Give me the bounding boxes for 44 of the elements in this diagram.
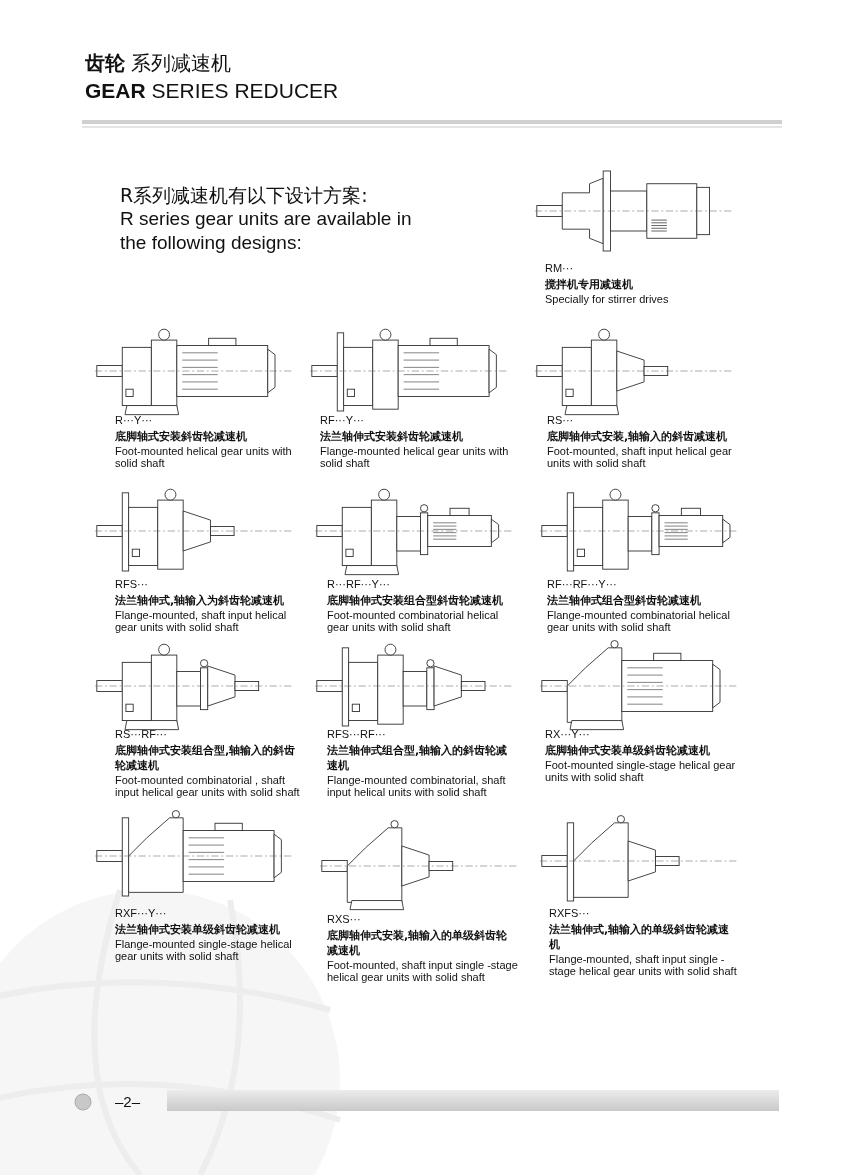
description-en: Foot-mounted, shaft input single -stage helical gear units with solid shaft: [327, 959, 519, 983]
model-code: RXFS···: [549, 907, 590, 919]
model-code: RS···: [547, 414, 574, 426]
model-code: RM···: [545, 262, 574, 274]
description-zh: 法兰轴伸式,轴输入为斜齿轮减速机: [115, 593, 286, 608]
description-zh: 法兰轴伸式安装单级斜齿轮减速机: [115, 922, 281, 937]
description-zh: 法兰轴伸式组合型,轴输入的斜齿轮减速机: [327, 743, 509, 773]
description-en: Foot-mounted combinatorial helical gear units with solid shaft: [327, 609, 500, 633]
description-en: Flange-mounted combinatorial helical gear units with solid shaft: [547, 609, 731, 633]
description-en: Flange-mounted, shaft input helical gear units with solid shaft: [115, 609, 288, 633]
model-code: R···Y···: [115, 414, 153, 426]
page-heading: 齿轮 系列减速机: [85, 50, 232, 77]
description-en: Flange-mounted combinatorial, shaft input helical units with solid shaft: [327, 774, 507, 798]
description-zh: 法兰轴伸式安装斜齿轮减速机: [320, 429, 464, 444]
model-code: RF···Y···: [320, 414, 364, 426]
description-zh: 法兰轴伸式组合型斜齿轮减速机: [547, 593, 702, 608]
model-code: R···RF···Y···: [327, 578, 390, 590]
description-zh: 底脚轴伸式安装组合型斜齿轮减速机: [327, 593, 504, 608]
description-en: Flange-mounted helical gear units with solid shaft: [320, 445, 510, 469]
description-en: Foot-mounted, shaft input helical gear units with solid shaft: [547, 445, 733, 469]
intro-text: R系列减速机有以下设计方案:: [120, 183, 369, 208]
model-code: RF···RF···Y···: [547, 578, 617, 590]
description-zh: 底脚轴伸式安装,轴输入的斜齿减速机: [547, 429, 729, 444]
description-zh: 搅拌机专用减速机: [545, 277, 634, 292]
description-zh: 底脚轴伸式安装组合型,轴输入的斜齿轮减速机: [115, 743, 297, 773]
model-code: RXS···: [327, 913, 361, 925]
model-code: RFS···: [115, 578, 148, 590]
page-number: –2–: [115, 1093, 141, 1110]
model-code: RFS···RF···: [327, 728, 386, 740]
description-en: Specially for stirrer drives: [545, 293, 670, 305]
model-code: RXF···Y···: [115, 907, 167, 919]
description-en: Foot-mounted single-stage helical gear units with solid shaft: [545, 759, 737, 783]
description-en: Flange-mounted, shaft input single -stage helical gear units with solid shaft: [549, 953, 738, 977]
model-code: RX···Y···: [545, 728, 590, 740]
description-en: Foot-mounted combinatorial , shaft input helical gear units with solid shaft: [115, 774, 301, 798]
description-zh: 底脚轴式安装斜齿轮减速机: [115, 429, 248, 444]
description-en: Foot-mounted helical gear units with solid shaft: [115, 445, 293, 469]
description-zh: 底脚轴伸式安装,轴输入的单级斜齿轮减速机: [327, 928, 509, 958]
description-zh: 底脚轴伸式安装单级斜齿轮减速机: [545, 743, 711, 758]
model-code: RS···RF···: [115, 728, 167, 740]
page-heading: GEAR SERIES REDUCER: [85, 80, 339, 102]
description-zh: 法兰轴伸式,轴输入的单级斜齿轮减速机: [549, 922, 731, 952]
description-en: Flange-mounted single-stage helical gear units with solid shaft: [115, 938, 293, 962]
intro-text: R series gear units are available in the following designs:: [120, 207, 413, 255]
